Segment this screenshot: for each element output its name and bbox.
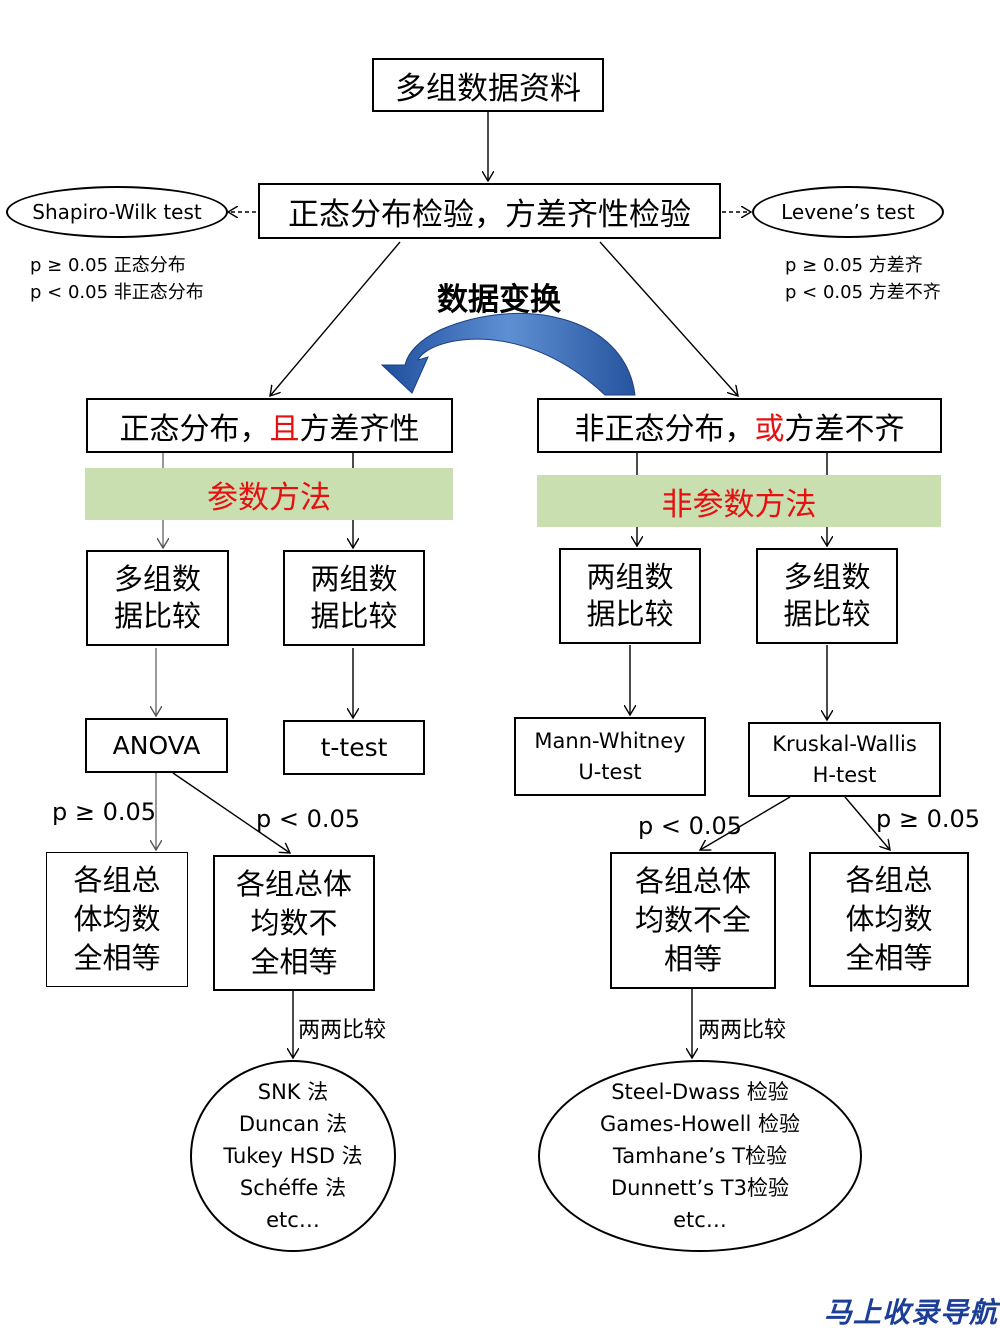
shapiro-note-line: p < 0.05 非正态分布: [30, 282, 204, 303]
line: 据比较: [310, 599, 398, 633]
line: 各组总: [845, 863, 933, 897]
line: 据比较: [113, 599, 201, 633]
left-cond-c: 方差齐性: [299, 411, 420, 447]
line: 据比较: [783, 597, 871, 631]
nonparametric-label: 非参数方法: [661, 486, 817, 523]
means-not-all-equal-box-left: 各组总体均数不全相等: [213, 855, 375, 991]
transform-arrow: [380, 313, 636, 396]
method-item: Tukey HSD 法: [223, 1144, 363, 1168]
parametric-posthoc-ellipse: SNK 法 Duncan 法 Tukey HSD 法 Schéffe 法 etc…: [190, 1060, 396, 1252]
p-ge-label-right: p ≥ 0.05: [876, 805, 981, 833]
normality-variance-test-box: 正态分布检验，方差齐性检验: [258, 183, 721, 239]
line: Mann-Whitney: [534, 728, 686, 753]
line: Kruskal-Wallis: [772, 731, 917, 756]
line: 两组数: [310, 562, 398, 596]
method-item: etc…: [673, 1208, 727, 1232]
method-item: Duncan 法: [238, 1112, 348, 1136]
shapiro-wilk-label: Shapiro-Wilk test: [32, 200, 202, 224]
line: H-test: [812, 762, 877, 787]
nonparametric-posthoc-ellipse: Steel-Dwass 检验 Games-Howell 检验 Tamhane’s…: [538, 1060, 862, 1252]
line: U-test: [578, 759, 642, 784]
line: 各组总体: [634, 864, 751, 898]
input-data-label: 多组数据资料: [395, 70, 581, 107]
multi-group-box-left: 多组数据比较: [86, 550, 229, 646]
right-cond-or: 或: [754, 411, 785, 447]
left-cond-and: 且: [269, 411, 300, 447]
right-cond-c: 方差不齐: [784, 411, 905, 447]
method-item: Tamhane’s T检验: [612, 1144, 788, 1168]
line: 体均数: [845, 902, 933, 936]
non-normal-unequal-variance-box: 非正态分布，或方差不齐: [537, 398, 942, 453]
nonparametric-band: 非参数方法: [537, 475, 941, 527]
normal-equal-variance-box: 正态分布，且方差齐性: [86, 398, 453, 453]
parametric-label: 参数方法: [207, 479, 331, 516]
data-transform-label: 数据变换: [437, 282, 561, 318]
levene-label: Levene’s test: [781, 200, 915, 224]
t-test-box: t-test: [283, 720, 425, 775]
t-test-label: t-test: [320, 733, 388, 762]
left-cond-a: 正态分布，: [119, 411, 270, 447]
all-means-equal-box-left: 各组总体均数全相等: [46, 852, 188, 987]
p-lt-label-right: p < 0.05: [638, 812, 743, 840]
anova-box: ANOVA: [85, 718, 228, 773]
line: 据比较: [586, 597, 674, 631]
line: 全相等: [250, 944, 338, 979]
method-item: Dunnett’s T3检验: [611, 1176, 789, 1200]
line: 多组数: [783, 560, 871, 594]
line: 各组总体: [235, 866, 352, 901]
line: 多组数: [113, 562, 201, 596]
method-item: Steel-Dwass 检验: [611, 1080, 789, 1104]
line: 体均数: [73, 902, 161, 936]
input-data-box: 多组数据资料: [372, 58, 604, 112]
line: 两组数: [586, 560, 674, 594]
watermark-logo: 马上收录导航: [823, 1296, 998, 1329]
multi-group-box-right: 多组数据比较: [756, 548, 898, 644]
line: 全相等: [845, 941, 933, 975]
line: 全相等: [73, 941, 161, 975]
parametric-band: 参数方法: [85, 468, 453, 520]
method-item: Schéffe 法: [239, 1176, 347, 1200]
shapiro-wilk-ellipse: Shapiro-Wilk test: [6, 186, 228, 238]
all-means-equal-box-right: 各组总体均数全相等: [809, 852, 969, 987]
means-not-all-equal-box-right: 各组总体均数不全相等: [610, 852, 776, 989]
line: 各组总: [73, 863, 161, 897]
two-group-box-right: 两组数据比较: [559, 548, 701, 644]
levene-note: p ≥ 0.05 方差齐 p < 0.05 方差不齐: [785, 252, 941, 306]
shapiro-note-line: p ≥ 0.05 正态分布: [30, 255, 186, 276]
levene-note-line: p < 0.05 方差不齐: [785, 282, 941, 303]
line: 均数不: [250, 905, 338, 940]
pairwise-label-left: 两两比较: [298, 1018, 387, 1043]
normality-variance-test-label: 正态分布检验，方差齐性检验: [288, 196, 691, 233]
line: 相等: [663, 942, 722, 976]
two-group-box-left: 两组数据比较: [283, 550, 425, 646]
line: 均数不全: [634, 903, 751, 937]
method-item: SNK 法: [257, 1080, 329, 1104]
method-item: etc…: [266, 1208, 320, 1232]
method-item: Games-Howell 检验: [599, 1112, 801, 1136]
shapiro-note: p ≥ 0.05 正态分布 p < 0.05 非正态分布: [30, 252, 204, 306]
p-lt-label-left: p < 0.05: [256, 805, 361, 833]
levene-note-line: p ≥ 0.05 方差齐: [785, 255, 923, 276]
anova-label: ANOVA: [112, 731, 201, 760]
levene-ellipse: Levene’s test: [752, 186, 944, 238]
right-cond-a: 非正态分布，: [574, 411, 755, 447]
pairwise-label-right: 两两比较: [698, 1018, 787, 1043]
p-ge-label-left: p ≥ 0.05: [52, 798, 157, 826]
